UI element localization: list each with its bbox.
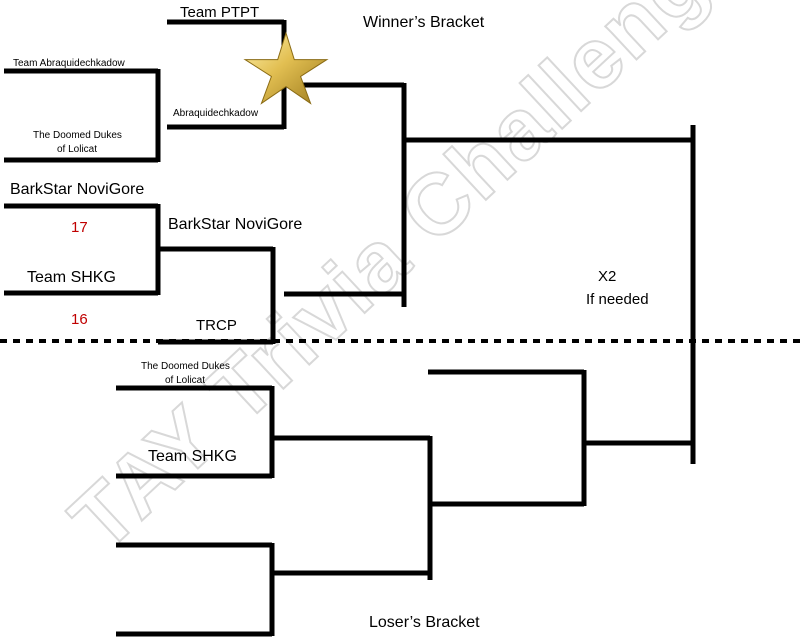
grand-final-lines — [583, 125, 696, 464]
gold-star-icon — [243, 31, 329, 105]
team-label-doomed-dukes-line2: of Lolicat — [57, 144, 97, 155]
final-note-line2: If needed — [586, 291, 649, 308]
final-note-line1: X2 — [598, 268, 616, 285]
losers-bracket-lines — [116, 369, 587, 637]
team-label-shkg-r1: Team SHKG — [27, 269, 116, 286]
losers-bracket-heading: Loser’s Bracket — [369, 614, 480, 631]
team-label-shkg-l1: Team SHKG — [148, 448, 237, 465]
team-label-abraquidechkadow-r1: Team Abraquidechkadow — [13, 58, 126, 69]
team-label-doomed-dukes-line1: The Doomed Dukes — [33, 130, 122, 141]
team-label-doomed-dukes-l1-line1: The Doomed Dukes — [141, 361, 230, 372]
team-label-barkstar-r1: BarkStar NoviGore — [10, 181, 144, 198]
team-label-abraquidechkadow-r2: Abraquidechkadow — [173, 108, 259, 119]
team-label-barkstar-r2: BarkStar NoviGore — [168, 216, 302, 233]
team-label-ptpt: Team PTPT — [180, 4, 259, 21]
score-barkstar: 17 — [71, 219, 88, 236]
team-label-doomed-dukes-l1-line2: of Lolicat — [165, 375, 205, 386]
team-label-trcp: TRCP — [196, 317, 237, 334]
winners-bracket-heading: Winner’s Bracket — [363, 14, 485, 31]
score-shkg: 16 — [71, 311, 88, 328]
winners-bracket-lines — [4, 19, 694, 345]
